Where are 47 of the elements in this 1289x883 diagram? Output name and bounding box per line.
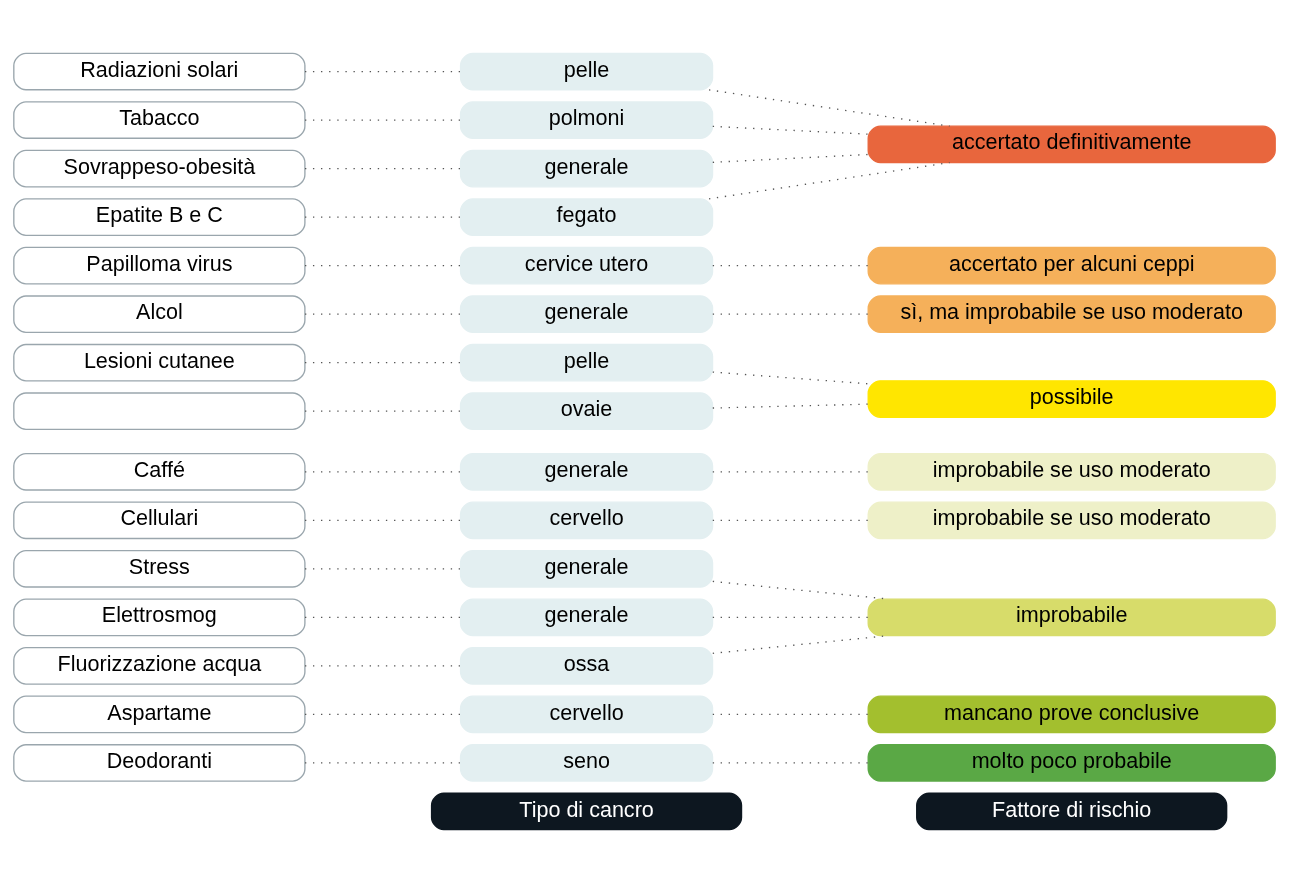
node-box: generale xyxy=(459,550,714,588)
node-box: fegato xyxy=(459,198,714,236)
node-box: Tabacco xyxy=(13,101,306,139)
node-box: cervice utero xyxy=(459,246,714,285)
connector xyxy=(712,371,869,385)
node-box: cervello xyxy=(459,501,714,540)
node-box: generale xyxy=(459,149,714,188)
connector xyxy=(708,89,951,127)
node-box: Fattore di rischio xyxy=(916,792,1228,831)
node-box: Alcol xyxy=(13,295,306,333)
node-box: Sovrappeso-obesità xyxy=(13,149,306,188)
connector xyxy=(712,125,869,135)
node-box: polmoni xyxy=(459,101,714,139)
node-box: Cellulari xyxy=(13,501,306,540)
connector xyxy=(712,403,869,409)
node-box: Epatite B e C xyxy=(13,198,306,236)
node-box: improbabile xyxy=(867,598,1276,637)
connector xyxy=(712,153,869,163)
node-box: Fluorizzazione acqua xyxy=(13,647,306,685)
node-box: improbabile se uso moderato xyxy=(867,501,1276,540)
node-box: accertato per alcuni ceppi xyxy=(867,246,1276,285)
node-box: Caffé xyxy=(13,452,306,491)
node-box: Lesioni cutanee xyxy=(13,343,306,382)
node-box: Deodoranti xyxy=(13,744,306,782)
node-box: pelle xyxy=(459,52,714,91)
node-box: Stress xyxy=(13,550,306,588)
node-box: seno xyxy=(459,744,714,782)
node-box: improbabile se uso moderato xyxy=(867,452,1276,491)
connector xyxy=(708,161,951,200)
node-box: accertato definitivamente xyxy=(867,125,1276,164)
node-box xyxy=(13,392,306,431)
node-box: cervello xyxy=(459,695,714,734)
node-box: Aspartame xyxy=(13,695,306,734)
node-box: pelle xyxy=(459,343,714,382)
node-box: Tipo di cancro xyxy=(430,792,743,831)
node-box: mancano prove conclusive xyxy=(867,695,1276,734)
node-box: generale xyxy=(459,598,714,637)
node-box: ossa xyxy=(459,647,714,685)
node-box: generale xyxy=(459,452,714,491)
node-box: generale xyxy=(459,295,714,333)
node-box: Radiazioni solari xyxy=(13,52,306,91)
node-box: molto poco probabile xyxy=(867,744,1276,782)
node-box: Papilloma virus xyxy=(13,246,306,285)
node-box: possibile xyxy=(867,380,1276,418)
node-box: ovaie xyxy=(459,392,714,431)
node-box: sì, ma improbabile se uso moderato xyxy=(867,295,1276,333)
node-box: Elettrosmog xyxy=(13,598,306,637)
